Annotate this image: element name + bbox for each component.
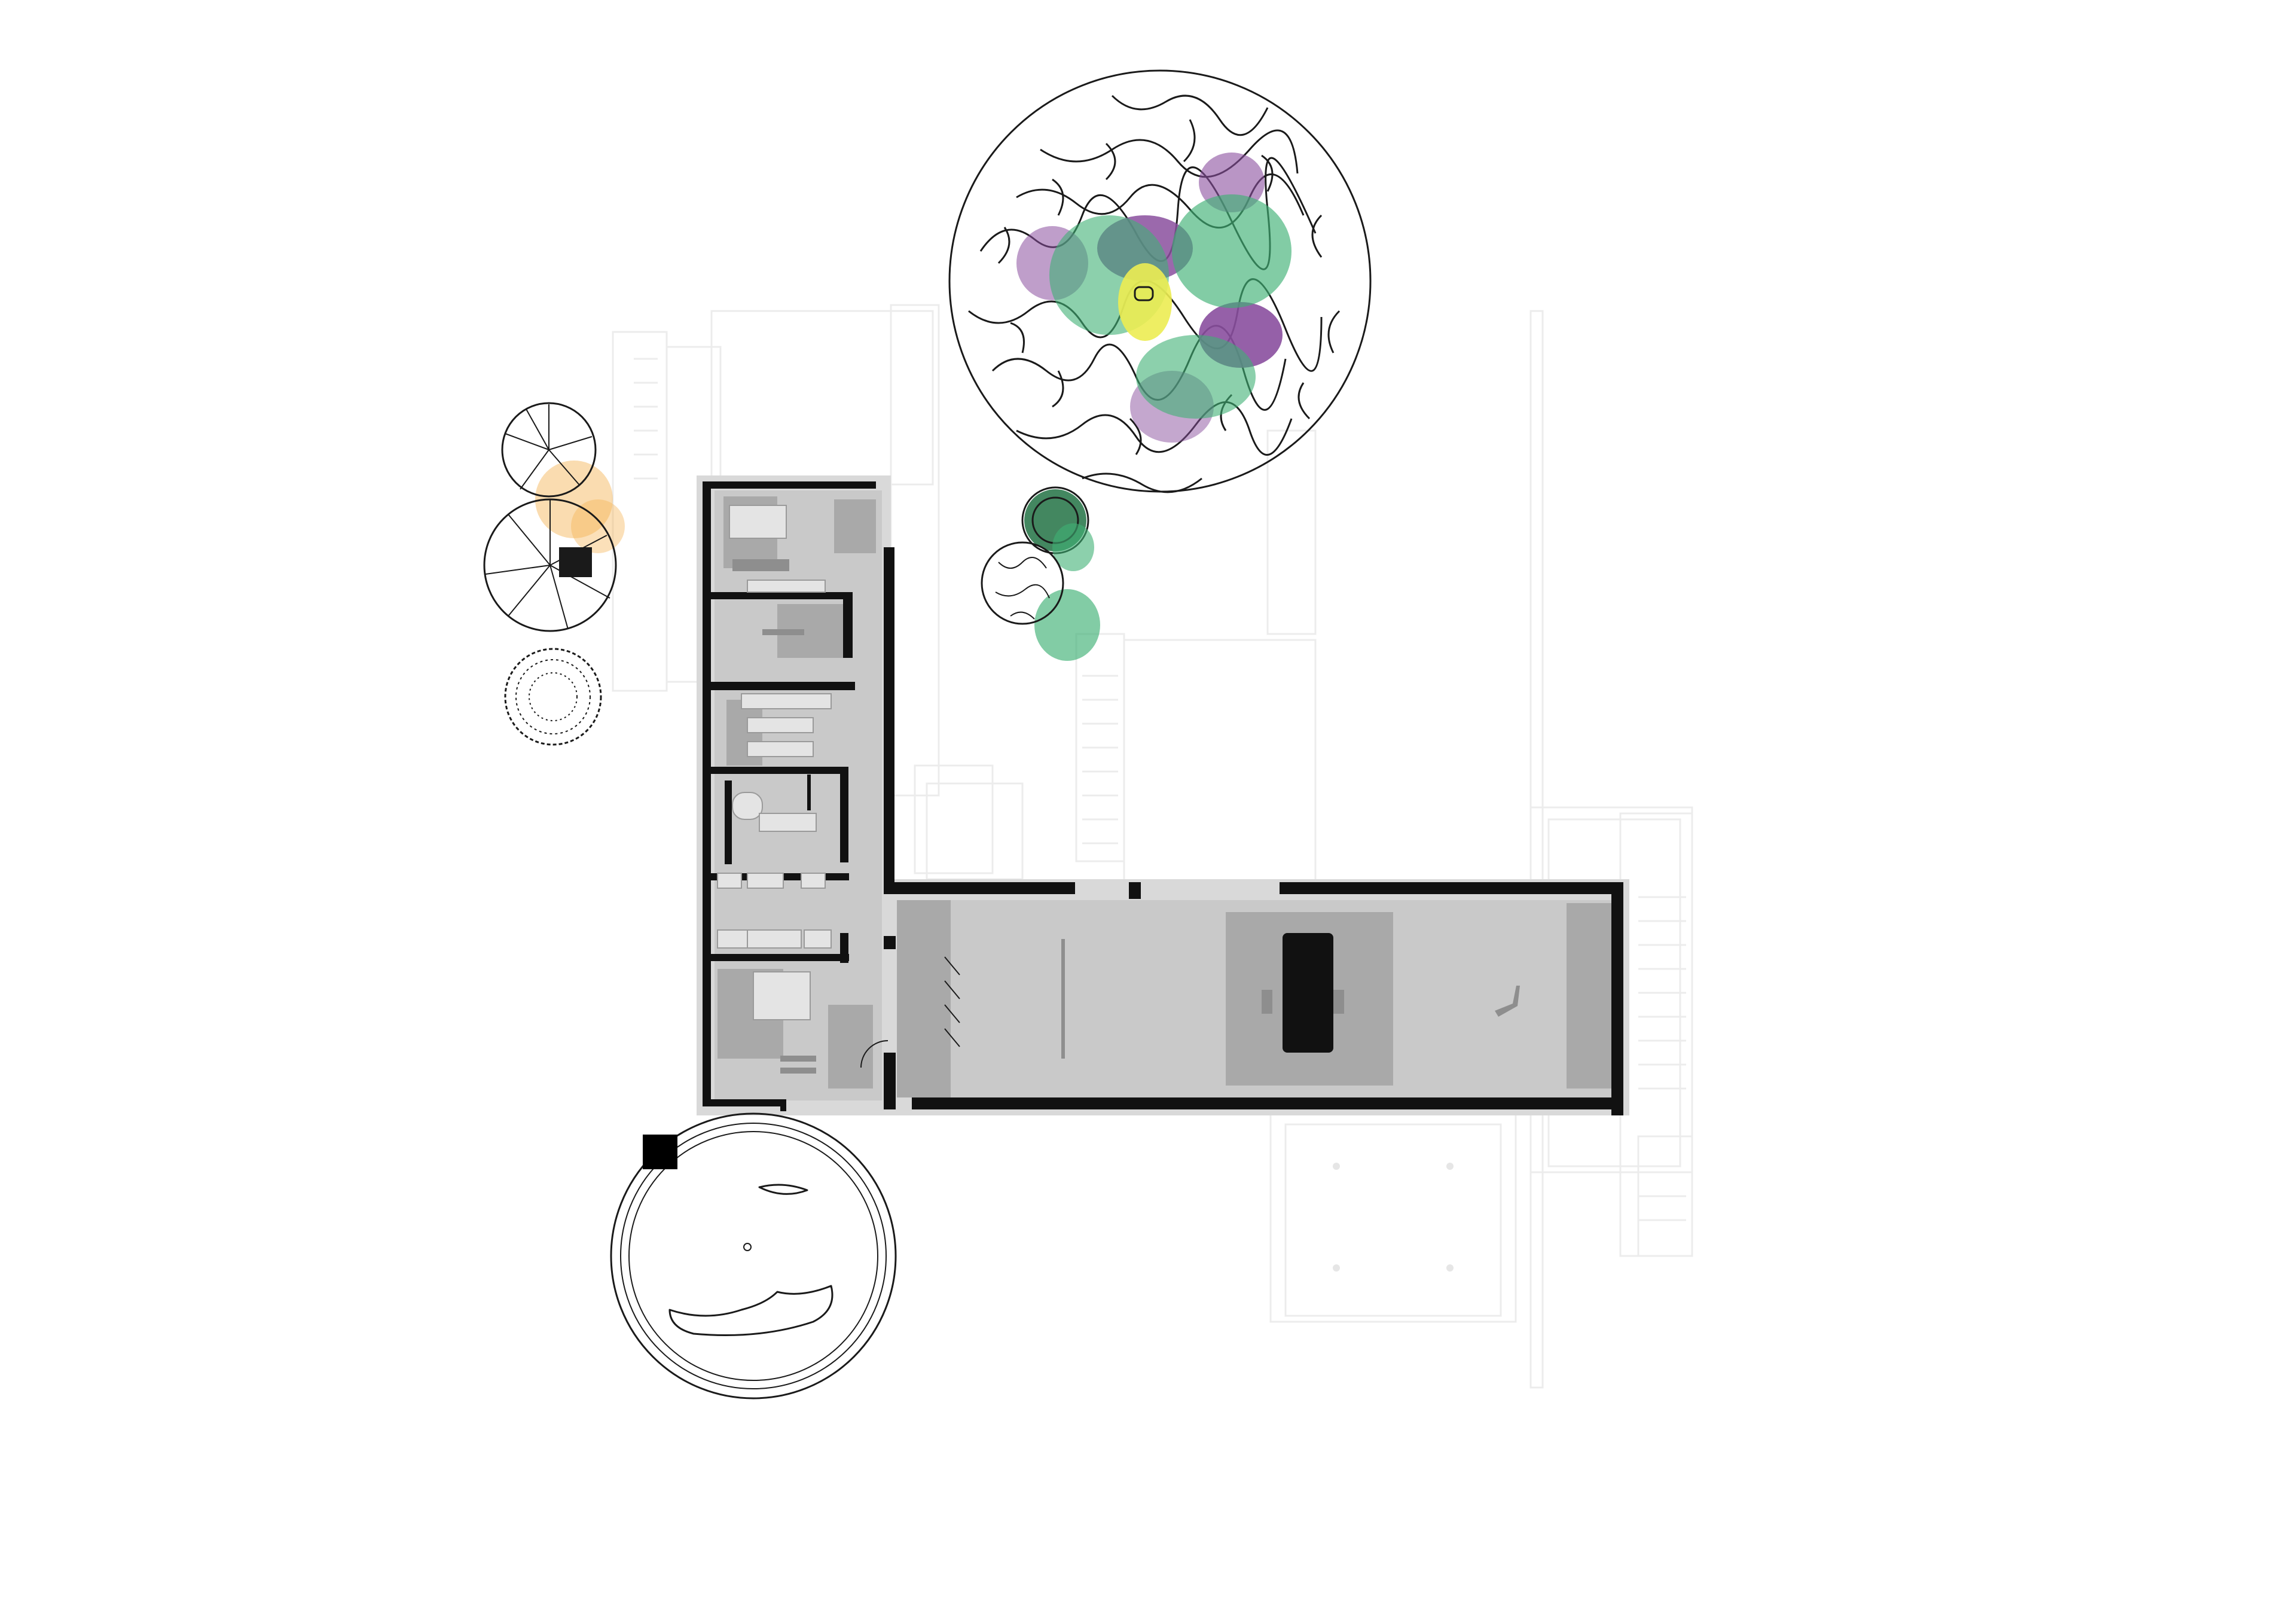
small-hatched-tree [981, 541, 1100, 661]
radial-tree-upper [501, 402, 613, 538]
walls [703, 481, 1623, 1115]
large-canopy-tree [948, 69, 1372, 493]
radial-tree-lower [483, 498, 625, 632]
ring-tree [610, 1112, 897, 1400]
black-square-marker [643, 1135, 677, 1169]
l-shaped-house-plan [697, 475, 1629, 1115]
small-dark-green-tree [1021, 486, 1094, 571]
spiky-shrub [504, 648, 602, 746]
furniture [717, 505, 1520, 1074]
